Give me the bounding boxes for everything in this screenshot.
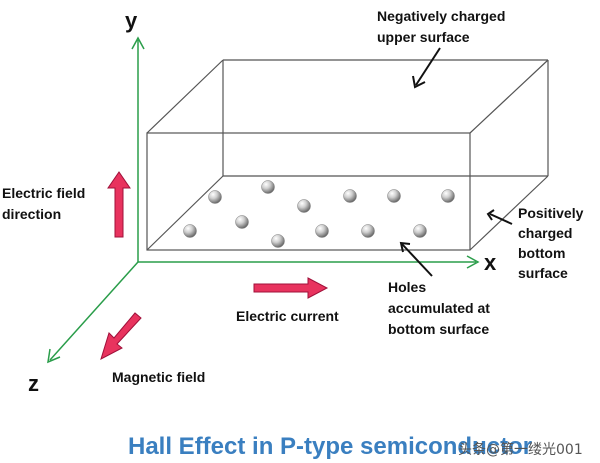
hole-particle [261, 180, 275, 194]
hole-particle [183, 224, 197, 238]
upper-surface-pointer-head [412, 75, 426, 89]
z-axis-label: z [28, 371, 39, 396]
semiconductor-box [146, 59, 549, 251]
hole-particle [315, 224, 329, 238]
box-edge [469, 59, 549, 134]
z-axis-arrowhead [47, 348, 61, 364]
holes-label: Holes accumulated at bottom surface [388, 279, 494, 337]
upper-surface-pointer [415, 47, 441, 86]
electric-current-arrow-icon [253, 277, 329, 299]
box-edge [469, 175, 549, 251]
bottom-surface-pointer-head [486, 209, 495, 221]
bottom-surface-label: Positively charged bottom surface [518, 205, 587, 281]
hole-particle [441, 189, 455, 203]
holes-group [183, 180, 455, 248]
magnetic-field-label: Magnetic field [112, 369, 205, 385]
holes-pointer-head [399, 241, 411, 253]
holes-pointer [401, 243, 433, 277]
diagram-title: Hall Effect in P-type semiconductor [128, 433, 532, 460]
electric-current-label: Electric current [236, 308, 339, 324]
magnetic-field-arrow-icon [100, 312, 142, 360]
x-axis-label: x [484, 250, 497, 275]
box-edge [146, 59, 224, 134]
y-axis-arrowhead [131, 36, 145, 50]
hole-particle [271, 234, 285, 248]
coordinate-axes [47, 36, 480, 364]
hole-particle [235, 215, 249, 229]
hole-particle [343, 189, 357, 203]
hole-particle [387, 189, 401, 203]
hole-particle [361, 224, 375, 238]
box-front-face [146, 132, 471, 251]
pointer-arrows [399, 47, 513, 277]
hole-particle [297, 199, 311, 213]
electric-field-label: Electric field direction [2, 185, 89, 222]
x-axis-arrowhead [466, 255, 480, 269]
upper-surface-label: Negatively charged upper surface [377, 8, 509, 45]
y-axis-label: y [125, 8, 138, 33]
hole-particle [208, 190, 222, 204]
box-edge [146, 175, 224, 251]
bottom-surface-pointer [489, 213, 513, 225]
electric-field-arrow-icon [107, 171, 131, 238]
hole-particle [413, 224, 427, 238]
z-axis-line [49, 261, 139, 361]
watermark: 头条@第一缕光001 [458, 441, 583, 458]
